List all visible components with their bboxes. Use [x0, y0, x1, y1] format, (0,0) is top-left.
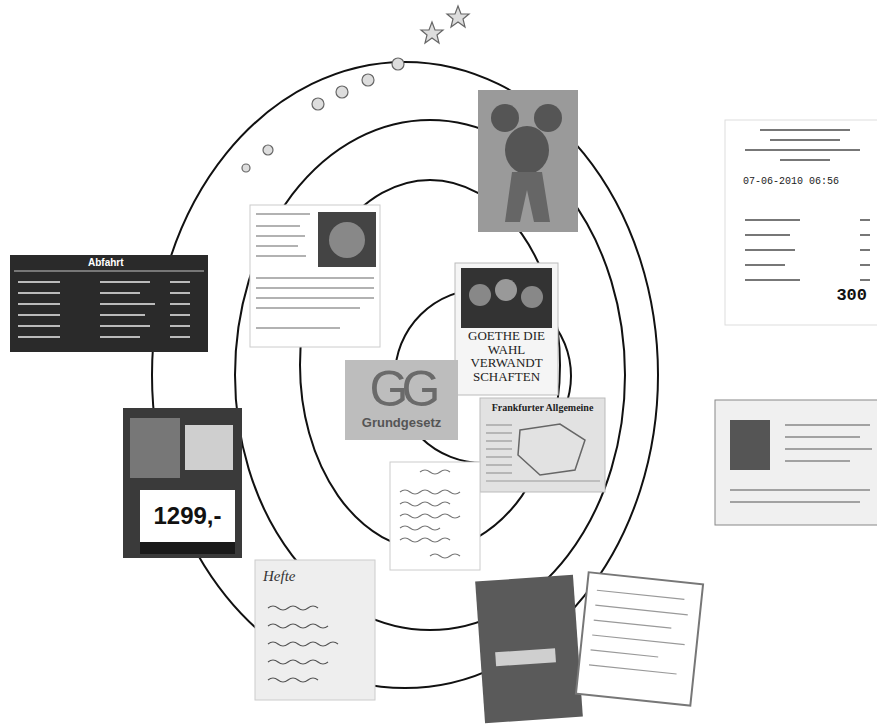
newspaper: Frankfurter Allgemeine: [480, 398, 605, 492]
departure-board: Abfahrt: [10, 255, 208, 352]
rating-arc: [242, 6, 469, 172]
constitution-logo-text: GG: [370, 364, 434, 414]
shopping-list: Hefte: [255, 560, 375, 700]
constitution-logo: GG Grundgesetz: [345, 360, 458, 440]
concentric-rings: [152, 62, 658, 688]
recipe-page-image: [250, 205, 380, 347]
receipt-image: [725, 120, 877, 325]
newspaper-text: Frankfurter Allgemeine: [492, 402, 594, 414]
price-tag-text: 1299,-: [153, 502, 221, 530]
departure-board-image: [10, 255, 208, 352]
letter-image: [390, 462, 480, 570]
price-tag-photo: [123, 408, 242, 558]
shopping-list-image: [255, 560, 375, 700]
book-cover-text: GOETHE DIE WAHL VERWANDT SCHAFTEN: [459, 329, 554, 384]
price-tag: 1299,-: [140, 490, 235, 542]
receipt-text: 300: [836, 286, 867, 306]
books-image: [475, 572, 703, 723]
book-cover: GOETHE DIE WAHL VERWANDT SCHAFTEN: [455, 263, 558, 395]
constitution-logo-image: [345, 360, 458, 440]
receipt-text: 07-06-2010 06:56: [743, 176, 839, 188]
id-document-image: [715, 400, 877, 525]
outer-ring: [152, 62, 658, 688]
book-cover-image: [455, 263, 558, 395]
shopping-list-text: Hefte: [263, 568, 295, 585]
departure-board-text: Abfahrt: [88, 257, 124, 269]
receipt: 07-06-2010 06:56 300: [725, 120, 873, 320]
newspaper-image: [480, 398, 605, 492]
comic-cover-image: [478, 90, 578, 232]
constitution-logo-text: Grundgesetz: [362, 416, 441, 431]
